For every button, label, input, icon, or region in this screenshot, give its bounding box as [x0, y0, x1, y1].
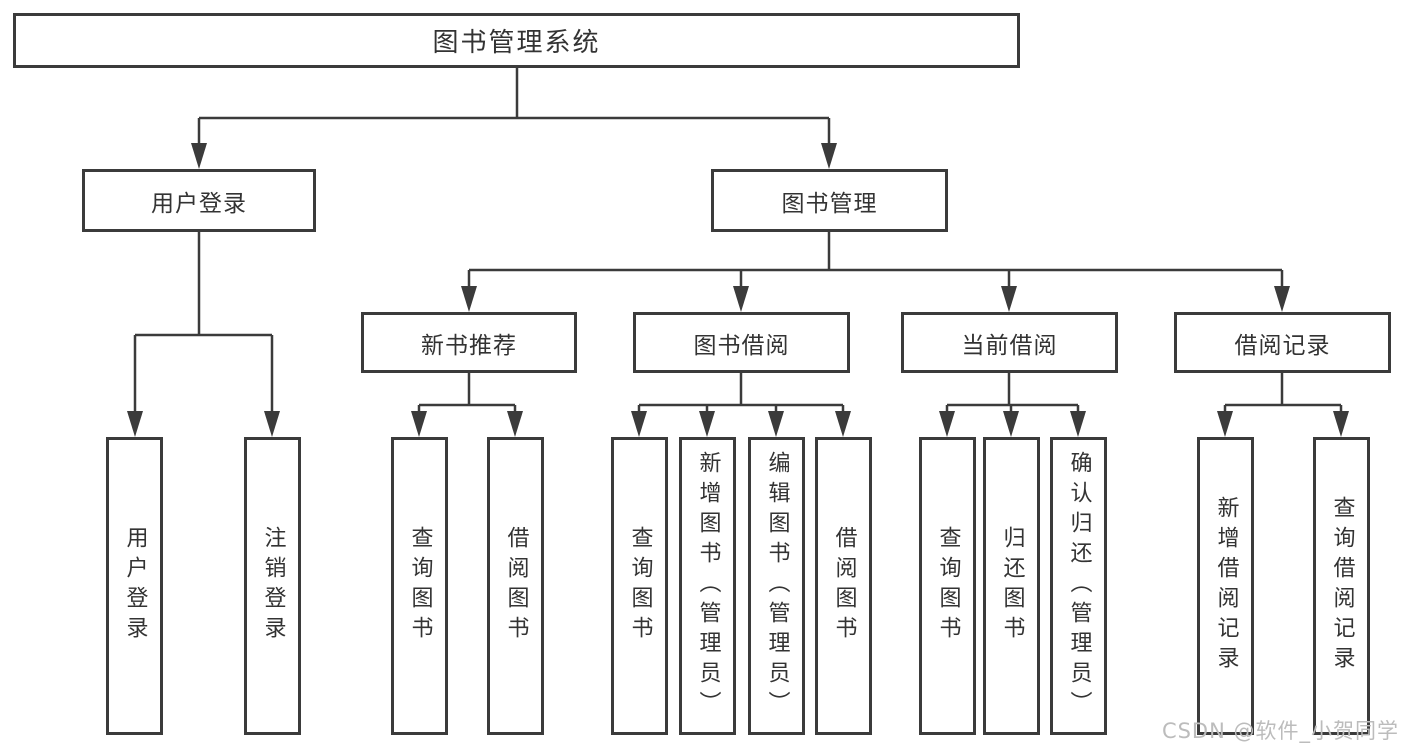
- leaf-logout-label: 注销登录: [260, 526, 286, 646]
- node-borrow-records-label: 借阅记录: [1234, 332, 1331, 359]
- node-current-borrow: 当前借阅: [901, 312, 1118, 373]
- arrowheads: [127, 143, 1349, 437]
- arrow-icon: [939, 411, 955, 437]
- arrow-icon: [264, 411, 280, 437]
- arrow-icon: [699, 411, 715, 437]
- arrow-icon: [507, 411, 523, 437]
- arrow-icon: [835, 411, 851, 437]
- leaf-confirm-return-admin-label: 确认归还（管理员）: [1066, 451, 1092, 721]
- arrow-icon: [1003, 411, 1019, 437]
- leaf-edit-book-admin-label: 编辑图书（管理员）: [764, 451, 790, 721]
- arrow-icon: [461, 286, 477, 312]
- leaf-add-book-admin: 新增图书（管理员）: [679, 437, 736, 735]
- node-book-borrow: 图书借阅: [633, 312, 850, 373]
- arrow-icon: [733, 286, 749, 312]
- node-user-login: 用户登录: [82, 169, 316, 232]
- node-book-management-label: 图书管理: [781, 190, 878, 217]
- node-borrow-records: 借阅记录: [1174, 312, 1391, 373]
- arrow-icon: [768, 411, 784, 437]
- leaf-user-login: 用户登录: [106, 437, 163, 735]
- arrow-icon: [1070, 411, 1086, 437]
- arrow-icon: [191, 143, 207, 169]
- leaf-query-books-current: 查询图书: [919, 437, 976, 735]
- arrow-icon: [1333, 411, 1349, 437]
- node-root: 图书管理系统: [13, 13, 1020, 68]
- leaf-return-book-label: 归还图书: [999, 526, 1025, 646]
- node-user-login-label: 用户登录: [151, 190, 247, 217]
- leaf-borrow-books: 借阅图书: [815, 437, 872, 735]
- arrow-icon: [1274, 286, 1290, 312]
- leaf-query-books-recommend: 查询图书: [391, 437, 448, 735]
- node-book-management: 图书管理: [711, 169, 948, 232]
- leaf-borrow-books-label: 借阅图书: [831, 526, 857, 646]
- leaf-query-books-borrow: 查询图书: [611, 437, 668, 735]
- leaf-add-book-admin-label: 新增图书（管理员）: [695, 451, 721, 721]
- arrow-icon: [1217, 411, 1233, 437]
- leaf-return-book: 归还图书: [983, 437, 1040, 735]
- leaf-edit-book-admin: 编辑图书（管理员）: [748, 437, 805, 735]
- watermark: CSDN @软件_小贺同学: [1161, 719, 1399, 743]
- leaf-query-books-recommend-label: 查询图书: [407, 526, 433, 646]
- leaf-query-borrow-record: 查询借阅记录: [1313, 437, 1370, 735]
- arrow-icon: [1001, 286, 1017, 312]
- leaf-add-borrow-record: 新增借阅记录: [1197, 437, 1254, 735]
- arrow-icon: [631, 411, 647, 437]
- leaf-user-login-label: 用户登录: [122, 526, 148, 646]
- leaf-logout: 注销登录: [244, 437, 301, 735]
- leaf-query-borrow-record-label: 查询借阅记录: [1329, 496, 1355, 676]
- leaf-add-borrow-record-label: 新增借阅记录: [1213, 496, 1239, 676]
- leaf-confirm-return-admin: 确认归还（管理员）: [1050, 437, 1107, 735]
- leaf-borrow-books-recommend-label: 借阅图书: [503, 526, 529, 646]
- node-root-label: 图书管理系统: [432, 28, 601, 58]
- node-new-book-recommend: 新书推荐: [361, 312, 577, 373]
- arrow-icon: [127, 411, 143, 437]
- node-new-book-recommend-label: 新书推荐: [421, 332, 517, 359]
- node-current-borrow-label: 当前借阅: [961, 332, 1058, 359]
- leaf-query-books-borrow-label: 查询图书: [627, 526, 653, 646]
- node-book-borrow-label: 图书借阅: [693, 332, 790, 359]
- arrow-icon: [411, 411, 427, 437]
- leaf-query-books-current-label: 查询图书: [935, 526, 961, 646]
- arrow-icon: [821, 143, 837, 169]
- leaf-borrow-books-recommend: 借阅图书: [487, 437, 544, 735]
